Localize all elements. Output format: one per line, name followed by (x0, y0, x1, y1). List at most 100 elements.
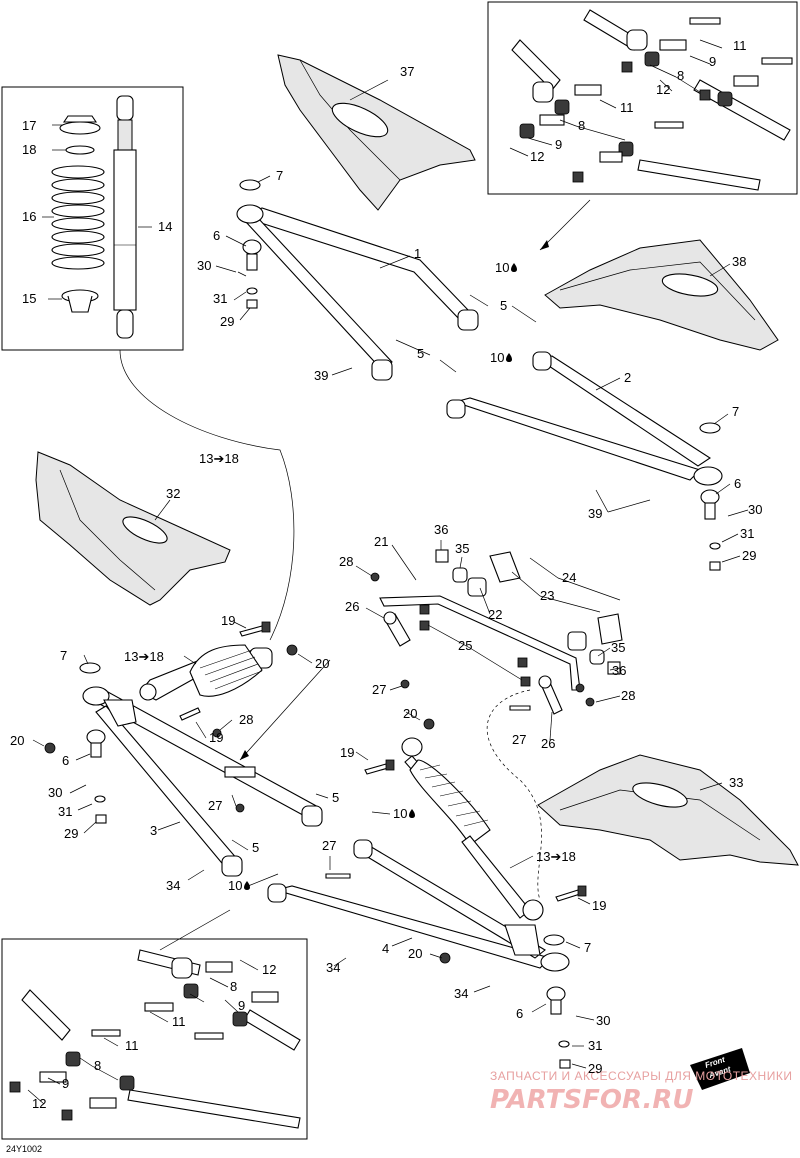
callout-c23: 23 (540, 588, 554, 603)
front-shock-left (139, 644, 273, 701)
bolts-and-nuts (44, 572, 595, 964)
callout-c10c: 10 (393, 806, 407, 821)
callout-c38: 38 (732, 254, 746, 269)
coil-spring-16 (51, 165, 105, 270)
ball-joint-6-lower-right (543, 934, 571, 1069)
callout-i8a: 8 (677, 68, 684, 83)
callout-c33: 33 (729, 775, 743, 790)
rear-shock-absorber-14 (113, 95, 137, 339)
callout-c19b: 19 (209, 730, 223, 745)
callout-c30b: 30 (748, 502, 762, 517)
callout-c28b: 28 (621, 688, 635, 703)
sway-bar-links-26 (383, 611, 563, 715)
callout-c22: 22 (488, 607, 502, 622)
callout-c19d: 19 (592, 898, 606, 913)
upper-a-arm-2 (446, 351, 723, 486)
watermark-caption: ЗАПЧАСТИ И АКСЕССУАРЫ ДЛЯ МОТОТЕХНИКИ (490, 1069, 792, 1083)
callout-c19a: 19 (221, 613, 235, 628)
a-arm-protector-32 (35, 451, 231, 606)
callout-c6c: 6 (62, 753, 69, 768)
callout-c28a: 28 (339, 554, 353, 569)
callout-c27b: 27 (512, 732, 526, 747)
callout-c29b: 29 (742, 548, 756, 563)
callout-c17: 17 (22, 118, 36, 133)
callout-c6a: 6 (213, 228, 220, 243)
shock-inset-frame (1, 86, 184, 351)
sway-bar-21 (379, 595, 581, 691)
callout-c34b: 34 (326, 960, 340, 975)
callout-c35b: 35 (611, 640, 625, 655)
oil-drop-icon (409, 809, 415, 818)
callout-c31a: 31 (213, 291, 227, 306)
callout-c26b: 26 (541, 736, 555, 751)
callout-c5a: 5 (500, 298, 507, 313)
a-arm-protector-37 (277, 54, 476, 211)
callout-c26a: 26 (345, 599, 359, 614)
lower-a-arm-4 (267, 839, 570, 972)
callout-c19c: 19 (340, 745, 354, 760)
upper-a-arm-1 (236, 204, 479, 381)
callout-c27c: 27 (208, 798, 222, 813)
retaining-ring-7-upper-left (239, 179, 261, 191)
callout-c30d: 30 (596, 1013, 610, 1028)
callout-c27d: 27 (322, 838, 336, 853)
callout-c25: 25 (458, 638, 472, 653)
watermark-brand: PARTSFOR.RU (490, 1085, 693, 1115)
callout-c20a: 20 (315, 656, 329, 671)
callout-c3: 3 (150, 823, 157, 838)
front-direction-badge: Front Avant (690, 1048, 750, 1090)
sway-bar-brackets-23-24 (489, 551, 623, 645)
bottom-inset-arm-ends (21, 949, 301, 1129)
callout-c34c: 34 (454, 986, 468, 1001)
leader-lines (27, 39, 749, 1105)
callout-j9a: 9 (238, 998, 245, 1013)
bottom-inset-bushings (9, 957, 279, 1121)
oil-drop-icon (511, 263, 517, 272)
top-inset-arm-ends (511, 9, 791, 191)
callout-c15: 15 (22, 291, 36, 306)
callout-j11a: 11 (172, 1014, 186, 1029)
callout-c2: 2 (624, 370, 631, 385)
callout-j8a: 8 (230, 979, 237, 994)
callout-i9a: 9 (709, 54, 716, 69)
callout-c7d: 7 (584, 940, 591, 955)
callout-c13c: 13➔18 (536, 849, 576, 864)
lower-a-arm-3 (82, 686, 323, 877)
callout-i12b: 12 (530, 149, 544, 164)
callout-j11b: 11 (125, 1038, 139, 1053)
callout-c28c: 28 (239, 712, 253, 727)
callout-c4: 4 (382, 941, 389, 956)
ball-joint-6-upper-left (242, 239, 262, 271)
front-shock-right (401, 737, 544, 921)
callout-c18: 18 (22, 142, 36, 157)
callout-c29c: 29 (64, 826, 78, 841)
callout-i12a: 12 (656, 82, 670, 97)
a-arm-protector-38 (544, 239, 779, 351)
sway-bar-bushings-22-25 (419, 549, 621, 687)
callout-c5c: 5 (332, 790, 339, 805)
callout-c10d: 10 (228, 878, 242, 893)
oil-drop-icon (244, 881, 250, 890)
callout-c7a: 7 (276, 168, 283, 183)
callout-j12b: 12 (32, 1096, 46, 1111)
callout-c29a: 29 (220, 314, 234, 329)
callout-c6d: 6 (516, 1006, 523, 1021)
callout-c27a: 27 (372, 682, 386, 697)
callout-c20d: 20 (408, 946, 422, 961)
callout-c21: 21 (374, 534, 388, 549)
callout-c30a: 30 (197, 258, 211, 273)
callout-c13a: 13➔18 (199, 451, 239, 466)
callout-c10a: 10 (495, 260, 509, 275)
callout-c14: 14 (158, 219, 172, 234)
callout-c31b: 31 (740, 526, 754, 541)
callout-c13b: 13➔18 (124, 649, 164, 664)
callout-c39b: 39 (588, 506, 602, 521)
callout-c1: 1 (414, 246, 421, 261)
callout-j8b: 8 (94, 1058, 101, 1073)
bushing-inset-top-frame (487, 1, 798, 195)
callout-c37: 37 (400, 64, 414, 79)
small-hardware-upper-left (237, 271, 258, 309)
callout-c30c: 30 (48, 785, 62, 800)
